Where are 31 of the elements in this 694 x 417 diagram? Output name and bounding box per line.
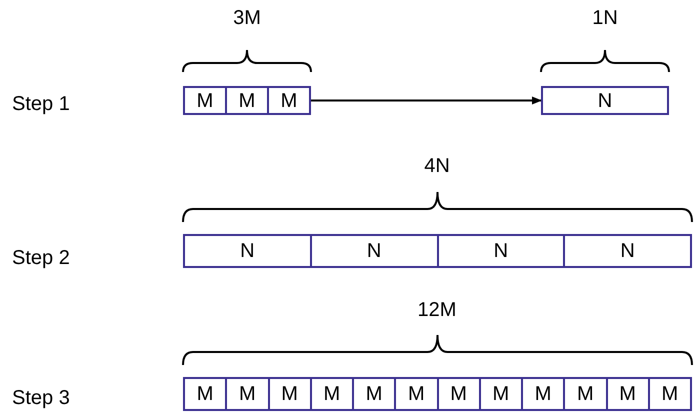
step-label: Step 3 <box>12 388 70 408</box>
unit-cell: M <box>312 379 354 409</box>
step-label: Step 2 <box>12 248 70 268</box>
unit-cell: N <box>565 236 690 266</box>
segmented-bar <box>183 377 692 411</box>
unit-cell: M <box>185 379 228 409</box>
unit-box: N <box>541 86 669 115</box>
segmented-bar <box>183 86 311 115</box>
unit-cell: M <box>269 88 309 113</box>
unit-cell: M <box>354 379 396 409</box>
unit-cell: M <box>227 88 269 113</box>
unit-cell: N <box>438 236 566 266</box>
unit-cell: N <box>312 236 438 266</box>
unit-cell: M <box>608 379 650 409</box>
brace-label: 3M <box>233 8 261 28</box>
brace-label: 12M <box>418 300 456 320</box>
arrow <box>311 96 542 104</box>
unit-cell: M <box>227 379 270 409</box>
brace-label: 4N <box>424 156 450 176</box>
unit-cell: N <box>185 236 312 266</box>
step-label: Step 1 <box>12 94 70 114</box>
unit-cell: M <box>650 379 690 409</box>
brace-label: 1N <box>592 8 618 28</box>
unit-cell: M <box>270 379 312 409</box>
unit-cell: M <box>480 379 523 409</box>
unit-cell: M <box>523 379 566 409</box>
unit-cell: M <box>185 88 227 113</box>
unit-cell: M <box>396 379 438 409</box>
unit-cell: M <box>565 379 608 409</box>
unit-cell: M <box>438 379 481 409</box>
segmented-bar <box>183 234 692 268</box>
